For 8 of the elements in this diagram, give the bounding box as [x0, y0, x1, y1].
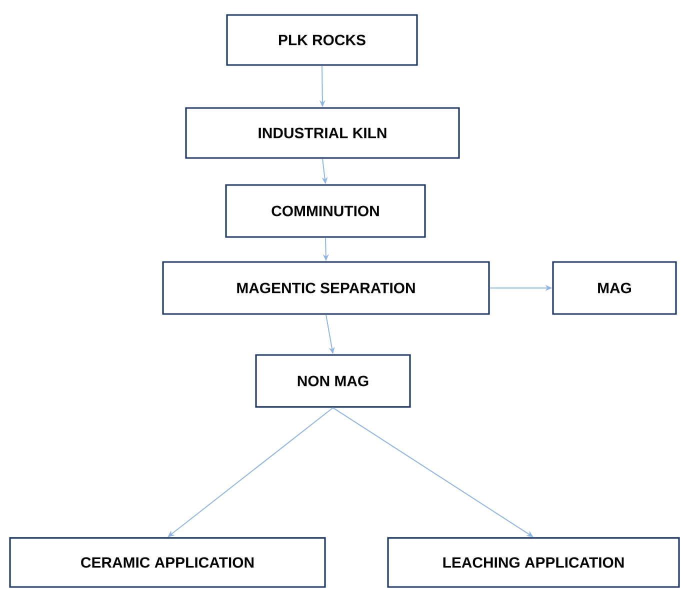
process-box: PLK ROCKS: [226, 14, 418, 66]
process-box: MAG: [552, 261, 677, 315]
process-box: LEACHING APPLICATION: [387, 537, 680, 588]
process-box: MAGENTIC SEPARATION: [162, 261, 490, 315]
process-box: NON MAG: [255, 354, 411, 408]
process-box: INDUSTRIAL KILN: [185, 107, 460, 159]
process-box: CERAMIC APPLICATION: [9, 537, 326, 588]
process-box: COMMINUTION: [225, 184, 426, 238]
